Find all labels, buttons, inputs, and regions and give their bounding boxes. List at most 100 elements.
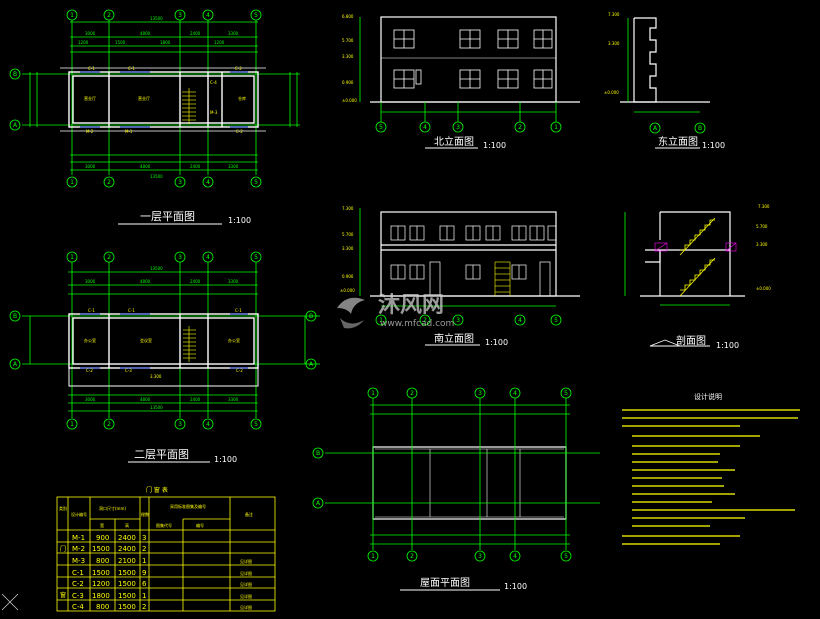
axis-2: 2	[107, 254, 111, 261]
table-title: 门 窗 表	[146, 486, 168, 494]
axis-2: 2	[410, 390, 414, 397]
svg-text:4800: 4800	[140, 397, 151, 402]
south-elevation-title: 南立面图	[434, 332, 474, 345]
svg-text:13500: 13500	[150, 266, 163, 271]
svg-text:7.300: 7.300	[758, 204, 770, 209]
svg-text:13500: 13500	[150, 174, 163, 179]
axis-4: 4	[423, 124, 427, 131]
axis-b: B	[13, 313, 17, 320]
svg-text:6.800: 6.800	[342, 14, 354, 19]
svg-text:4800: 4800	[140, 31, 151, 36]
axis-5: 5	[254, 179, 258, 186]
svg-text:3300: 3300	[228, 397, 239, 402]
axis-b: B	[316, 450, 320, 457]
svg-text:3300: 3300	[228, 279, 239, 284]
table-row-count: 9	[142, 569, 146, 577]
table-row-code: C-1	[72, 569, 84, 577]
svg-text:13500: 13500	[150, 16, 163, 21]
table-row-height: 1500	[118, 580, 136, 588]
axis-5: 5	[254, 254, 258, 261]
design-notes-title: 设计说明	[694, 392, 722, 401]
axis-3: 3	[178, 421, 182, 428]
svg-text:7.300: 7.300	[342, 206, 354, 211]
svg-text:3000: 3000	[85, 279, 96, 284]
svg-text:3.300: 3.300	[342, 54, 354, 59]
svg-text:±0.000: ±0.000	[604, 90, 619, 95]
svg-text:仓库: 仓库	[238, 95, 246, 101]
svg-text:C-3: C-3	[125, 368, 132, 373]
svg-text:4800: 4800	[140, 279, 151, 284]
table-row-width: 800	[96, 603, 109, 611]
table-header-category: 类别	[59, 505, 67, 511]
axis-a: A	[309, 361, 314, 368]
table-row-remark: 见详图	[240, 570, 252, 576]
svg-text:2400: 2400	[190, 31, 201, 36]
table-header-count: 樘数	[141, 511, 149, 517]
svg-text:5.700: 5.700	[756, 224, 768, 229]
table-row-remark: 见详图	[240, 604, 252, 610]
table-row-width: 1500	[92, 569, 110, 577]
svg-text:3.300: 3.300	[608, 41, 620, 46]
table-header-standard: 采用标准图集及编号	[170, 503, 206, 509]
table-group-window: 窗	[60, 591, 66, 599]
svg-text:办公室: 办公室	[84, 337, 96, 343]
axis-b: B	[13, 71, 17, 78]
axis-1: 1	[371, 553, 375, 560]
axis-5: 5	[564, 390, 568, 397]
axis-1: 1	[70, 254, 74, 261]
table-row-count: 3	[142, 534, 146, 542]
svg-text:5.700: 5.700	[342, 38, 354, 43]
east-elevation-title: 东立面图	[658, 135, 698, 148]
svg-text:C-2: C-2	[236, 129, 243, 134]
svg-text:3300: 3300	[228, 31, 239, 36]
axis-4: 4	[206, 254, 210, 261]
svg-text:1200: 1200	[78, 40, 89, 45]
svg-text:C-1: C-1	[88, 66, 95, 71]
table-header-atlas: 图集代号	[156, 522, 172, 528]
svg-text:3000: 3000	[85, 31, 96, 36]
svg-text:C-1: C-1	[128, 308, 135, 313]
axis-5: 5	[564, 553, 568, 560]
svg-text:1800: 1800	[160, 40, 171, 45]
axis-4: 4	[206, 179, 210, 186]
section-scale: 1:100	[716, 341, 739, 350]
svg-text:营业厅: 营业厅	[138, 95, 150, 101]
table-row-code: C-3	[72, 592, 84, 600]
svg-text:2400: 2400	[190, 397, 201, 402]
axis-3: 3	[178, 254, 182, 261]
table-header-remark: 备注	[245, 511, 253, 517]
second-floor-plan-title: 二层平面图	[134, 448, 189, 461]
svg-text:13500: 13500	[150, 405, 163, 410]
axis-1: 1	[371, 390, 375, 397]
svg-text:0.900: 0.900	[342, 274, 354, 279]
table-row-remark: 见详图	[240, 581, 252, 587]
svg-text:3000: 3000	[85, 397, 96, 402]
svg-text:±0.000: ±0.000	[756, 286, 771, 291]
axis-4: 4	[206, 12, 210, 19]
table-header-code: 设计编号	[71, 511, 87, 517]
axis-b: B	[309, 313, 313, 320]
table-row-count: 6	[142, 580, 147, 588]
table-row-height: 1500	[118, 603, 136, 611]
svg-text:C-1: C-1	[128, 66, 135, 71]
table-header-size: 洞口尺寸(mm)	[99, 505, 126, 511]
axis-a: A	[316, 500, 321, 507]
mfcad-logo-icon	[337, 297, 365, 329]
second-floor-plan-scale: 1:100	[214, 455, 237, 464]
svg-text:办公室: 办公室	[228, 337, 240, 343]
axis-2: 2	[423, 317, 427, 324]
south-elevation-scale: 1:100	[485, 338, 508, 347]
svg-text:会议室: 会议室	[140, 337, 152, 343]
axis-1: 1	[554, 124, 558, 131]
axis-3: 3	[178, 12, 182, 19]
svg-text:3.300: 3.300	[342, 246, 354, 251]
watermark-brand: 沐风网	[378, 293, 444, 318]
axis-2: 2	[107, 179, 111, 186]
svg-text:3.300: 3.300	[150, 374, 162, 379]
section-title: 剖面图	[676, 334, 706, 347]
first-floor-plan-scale: 1:100	[228, 216, 251, 225]
svg-text:1500: 1500	[115, 40, 126, 45]
